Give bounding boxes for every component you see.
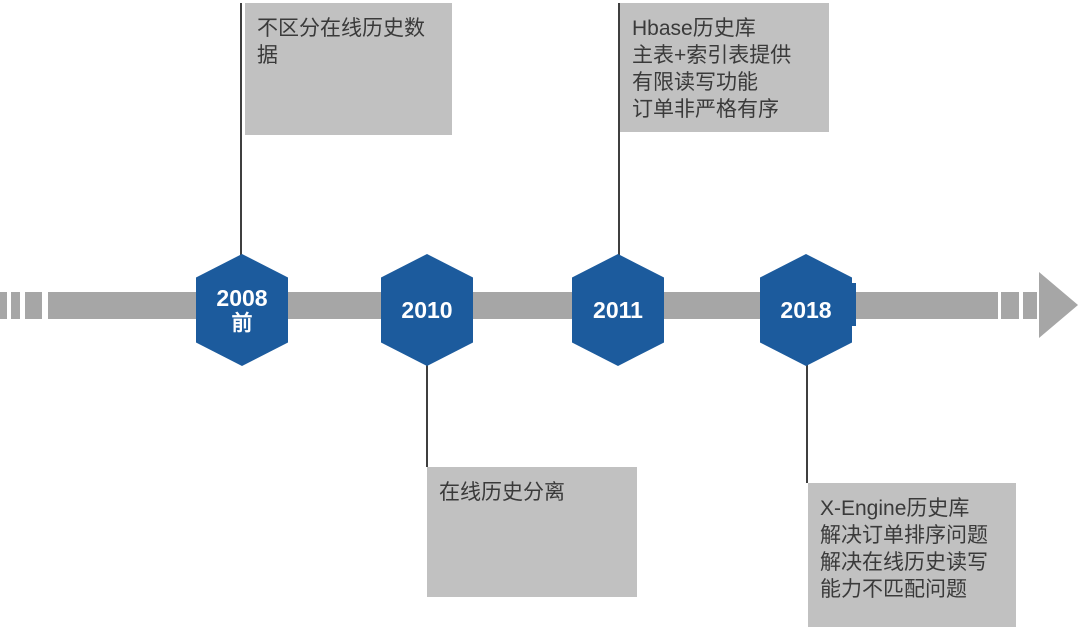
milestone-hexagon-2018: 2018 [760,254,852,366]
timeline-dash [0,292,7,319]
milestone-year: 2011 [593,297,643,323]
milestone-hexagon-2008: 2008 前 [196,254,288,366]
callout-2010: 在线历史分离 [427,467,637,597]
milestone-year-suffix: 前 [231,311,253,335]
arrowhead-right-icon [1039,272,1078,338]
milestone-year: 2010 [401,297,453,323]
callout-text: 不区分在线历史数据 [257,17,425,67]
connector-line-2011 [618,3,620,263]
timeline-dash [1023,292,1037,319]
timeline-dash [25,292,42,319]
connector-line-2018 [806,330,808,483]
callout-2008: 不区分在线历史数据 [245,3,452,135]
connector-line-2008 [240,3,242,263]
timeline-dash [11,292,20,319]
milestone-year: 2008 [216,284,268,311]
callout-text: X-Engine历史库 解决订单排序问题 解决在线历史读写 能力不匹配问题 [820,497,988,601]
callout-text: 在线历史分离 [439,481,565,504]
timeline-dash [1001,292,1019,319]
callout-text: Hbase历史库 主表+索引表提供 有限读写功能 订单非严格有序 [632,17,792,121]
callout-2018: X-Engine历史库 解决订单排序问题 解决在线历史读写 能力不匹配问题 [808,483,1016,627]
milestone-hexagon-2010: 2010 [381,254,473,366]
milestone-year: 2018 [780,297,832,323]
milestone-hexagon-2011: 2011 [572,254,664,366]
connector-line-2010 [426,330,428,467]
callout-2011: Hbase历史库 主表+索引表提供 有限读写功能 订单非严格有序 [620,3,829,132]
